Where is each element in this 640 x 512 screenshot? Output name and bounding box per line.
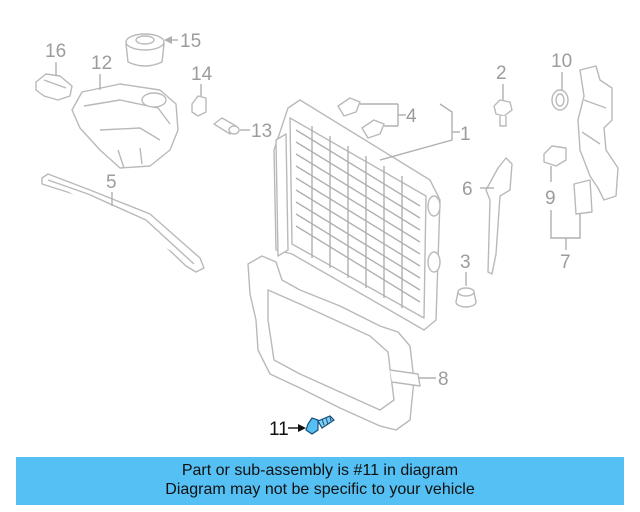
part-block-9 xyxy=(543,145,567,167)
callout-4: 4 xyxy=(406,106,417,127)
callout-6: 6 xyxy=(462,179,473,200)
callout-2: 2 xyxy=(496,63,507,84)
part-expansion-tank xyxy=(71,83,179,169)
part-bracket-16 xyxy=(35,73,73,101)
callout-11: 11 xyxy=(269,419,289,440)
callout-8: 8 xyxy=(438,369,449,390)
part-bracket-7 xyxy=(573,179,593,215)
callout-13: 13 xyxy=(251,121,272,142)
part-seal-strip xyxy=(41,173,205,273)
callout-5: 5 xyxy=(106,172,117,193)
callout-9: 9 xyxy=(545,188,556,209)
part-sensor-14 xyxy=(191,95,207,117)
part-support-frame xyxy=(247,255,421,431)
part-clips-4 xyxy=(337,97,385,139)
part-bolt-2 xyxy=(493,99,513,127)
part-bolt-11 xyxy=(305,415,335,435)
part-grommet-3 xyxy=(455,287,477,308)
info-banner: Part or sub-assembly is #11 in diagram D… xyxy=(16,457,624,505)
parts-diagram: 15 16 12 14 13 5 xyxy=(35,31,619,440)
callout-3: 3 xyxy=(460,252,471,273)
part-clamp-10 xyxy=(551,89,569,111)
part-air-duct xyxy=(577,65,619,201)
part-radiator xyxy=(273,99,441,331)
part-reservoir-cap xyxy=(125,33,165,67)
callout-12: 12 xyxy=(91,53,112,74)
part-rod-bracket-6 xyxy=(485,157,513,275)
banner-line-1: Part or sub-assembly is #11 in diagram xyxy=(181,462,459,479)
callout-1: 1 xyxy=(460,124,471,145)
callout-10: 10 xyxy=(551,51,572,72)
banner-line-2: Diagram may not be specific to your vehi… xyxy=(165,481,475,498)
callout-14: 14 xyxy=(191,64,213,85)
callout-15: 15 xyxy=(180,31,201,52)
callout-7: 7 xyxy=(560,252,571,273)
part-fitting-13 xyxy=(213,117,240,135)
callout-16: 16 xyxy=(45,41,66,62)
